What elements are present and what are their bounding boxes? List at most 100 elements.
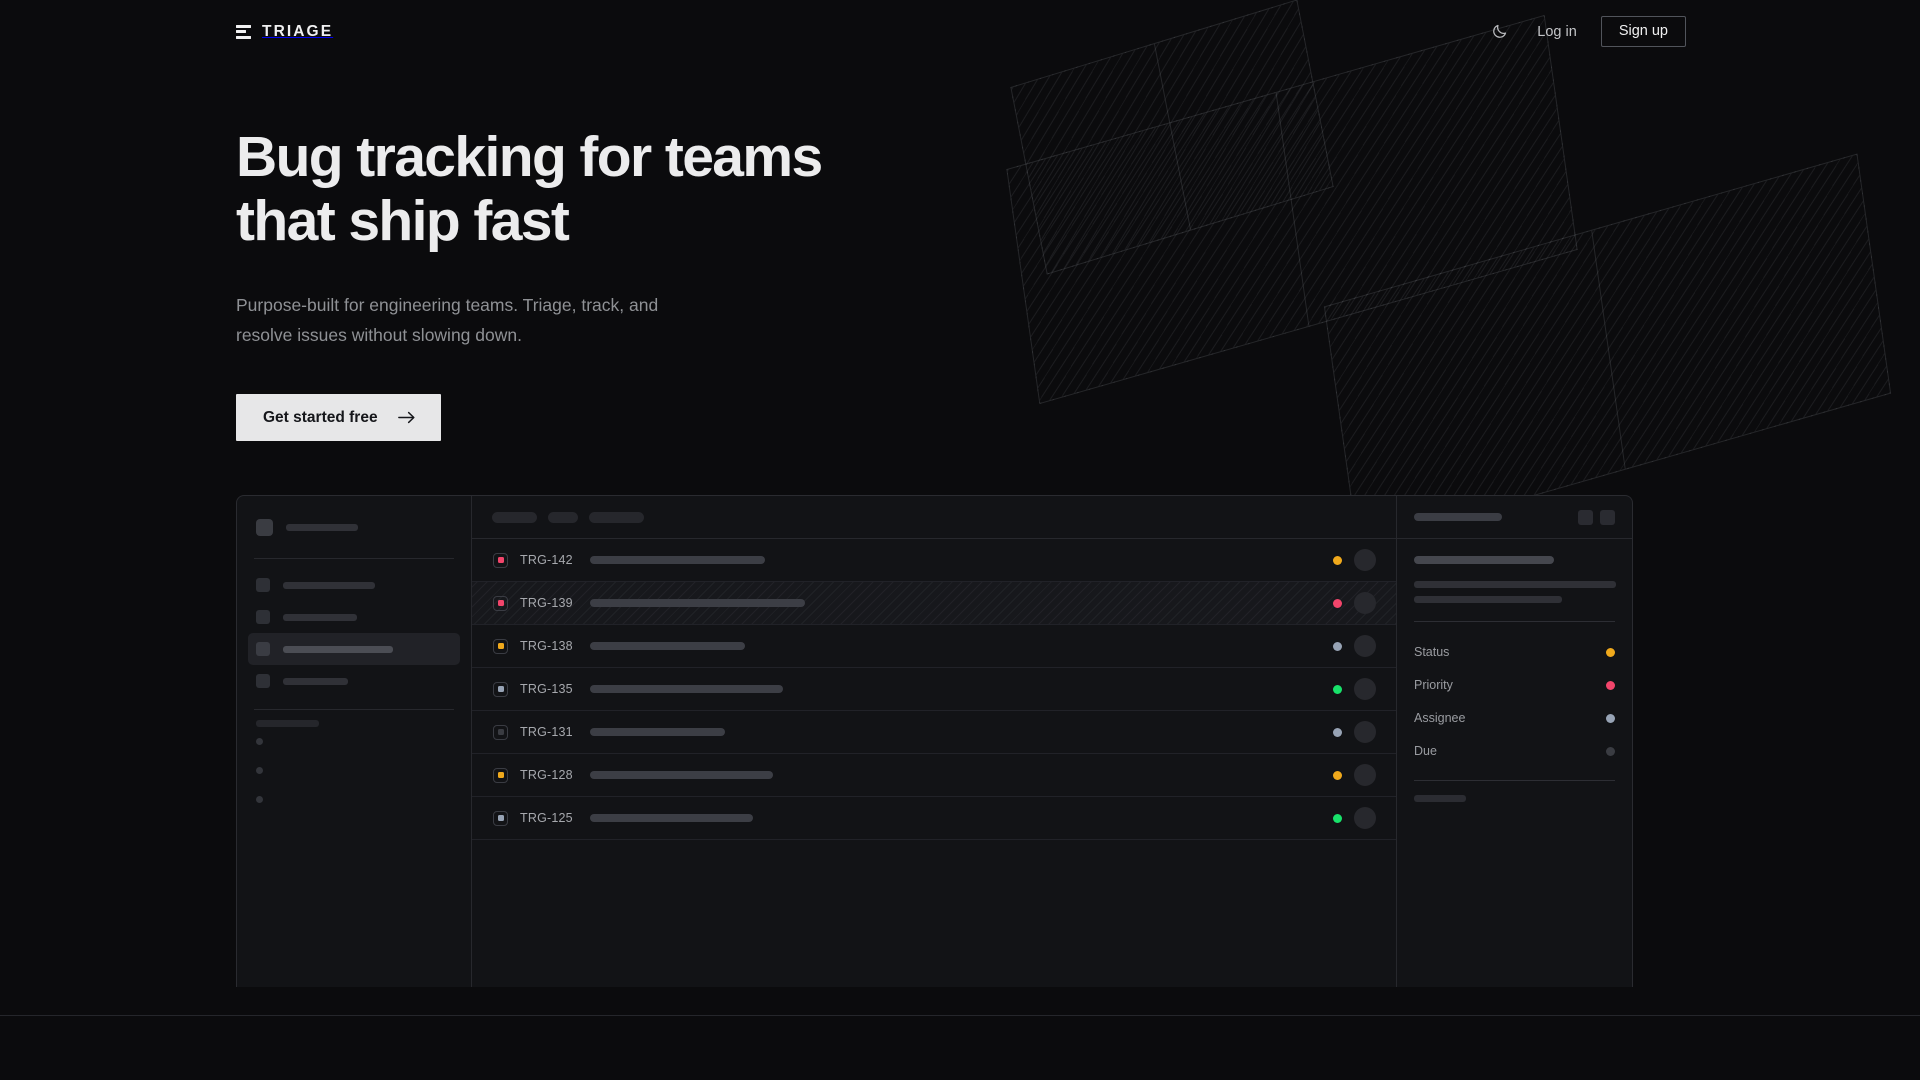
get-started-button[interactable]: Get started free bbox=[236, 393, 441, 442]
detail-meta-label: Due bbox=[1414, 744, 1437, 759]
status-dot bbox=[1333, 684, 1342, 694]
detail-meta-status[interactable]: Status bbox=[1414, 636, 1615, 669]
issue-title-placeholder bbox=[590, 771, 773, 780]
sidebar-item-4[interactable] bbox=[254, 665, 454, 697]
filter-chip-2[interactable] bbox=[548, 511, 578, 523]
detail-action-button-1[interactable] bbox=[1578, 509, 1593, 525]
detail-header-placeholder bbox=[1414, 513, 1502, 522]
sidebar-mini-item[interactable] bbox=[254, 756, 454, 785]
hero-title-line-2: that ship fast bbox=[236, 188, 570, 253]
login-link[interactable]: Log in bbox=[1537, 23, 1577, 40]
issue-type-badge bbox=[493, 552, 508, 568]
detail-divider-2 bbox=[1414, 780, 1615, 782]
row-meta bbox=[1333, 678, 1376, 701]
app-mockup: TRG-142 TRG-139 TRG-138 bbox=[236, 495, 1633, 988]
detail-action-button-2[interactable] bbox=[1600, 509, 1615, 525]
signup-button[interactable]: Sign up bbox=[1600, 15, 1686, 48]
row-meta bbox=[1333, 764, 1376, 787]
sidebar-section-label-placeholder bbox=[256, 720, 319, 728]
sidebar-divider-2 bbox=[254, 709, 454, 711]
detail-meta-due[interactable]: Due bbox=[1414, 735, 1615, 768]
sidebar-nav-list bbox=[248, 569, 460, 697]
avatar bbox=[1354, 764, 1376, 787]
avatar bbox=[1354, 549, 1376, 572]
status-dot bbox=[1333, 813, 1342, 823]
sidebar-item-label-placeholder bbox=[283, 613, 357, 621]
table-row[interactable]: TRG-139 bbox=[472, 582, 1396, 626]
bullet-dot-icon bbox=[256, 796, 263, 804]
workspace-name-placeholder bbox=[286, 524, 358, 532]
row-meta bbox=[1333, 592, 1376, 615]
mockup-detail-panel: Status Priority Assignee Due bbox=[1396, 496, 1632, 988]
status-dot bbox=[1333, 727, 1342, 737]
sidebar-item-1[interactable] bbox=[254, 569, 454, 601]
sidebar-mini-item[interactable] bbox=[254, 727, 454, 756]
avatar bbox=[1354, 635, 1376, 658]
stacked-bars-logo-icon bbox=[236, 24, 251, 39]
table-row[interactable]: TRG-138 bbox=[472, 625, 1396, 669]
activity-section-label-placeholder bbox=[1414, 795, 1466, 803]
workspace-switcher[interactable] bbox=[254, 510, 454, 546]
detail-meta-label: Priority bbox=[1414, 678, 1453, 693]
issue-id: TRG-128 bbox=[520, 768, 573, 783]
status-dot bbox=[1606, 680, 1615, 690]
bullet-dot-icon bbox=[256, 738, 263, 746]
sidebar-item-label-placeholder bbox=[283, 645, 393, 653]
get-started-label: Get started free bbox=[263, 408, 378, 426]
avatar bbox=[1354, 678, 1376, 701]
issue-id: TRG-131 bbox=[520, 725, 573, 740]
status-dot bbox=[1333, 598, 1342, 608]
table-row[interactable]: TRG-128 bbox=[472, 754, 1396, 798]
nav-actions: Log in Sign up bbox=[1485, 15, 1686, 48]
avatar bbox=[1354, 721, 1376, 744]
sidebar-item-2[interactable] bbox=[254, 601, 454, 633]
detail-title-placeholder bbox=[1414, 556, 1554, 565]
sidebar-item-3-active[interactable] bbox=[248, 633, 460, 666]
issue-type-badge bbox=[493, 595, 508, 611]
issue-id: TRG-138 bbox=[520, 639, 573, 654]
issue-type-badge bbox=[493, 638, 508, 654]
hero-section: Bug tracking for teams that ship fast Pu… bbox=[0, 63, 1920, 442]
hero-subtitle-line-2: resolve issues without slowing down. bbox=[236, 324, 522, 345]
activity-item bbox=[1414, 826, 1615, 850]
brand-logo[interactable]: TRIAGE bbox=[236, 23, 333, 41]
sidebar-item-label-placeholder bbox=[283, 677, 348, 685]
issue-title-placeholder bbox=[590, 556, 765, 565]
mockup-issue-list: TRG-142 TRG-139 TRG-138 bbox=[472, 496, 1396, 987]
page-divider bbox=[0, 1015, 1920, 1016]
detail-description-line bbox=[1414, 581, 1616, 589]
avatar bbox=[1354, 807, 1376, 830]
bullet-dot-icon bbox=[256, 767, 263, 775]
status-dot bbox=[1333, 770, 1342, 780]
detail-panel-body: Status Priority Assignee Due bbox=[1397, 539, 1632, 850]
row-meta bbox=[1333, 721, 1376, 744]
hero-title-line-1: Bug tracking for teams bbox=[236, 125, 823, 189]
detail-meta-label: Status bbox=[1414, 645, 1450, 660]
issue-title-placeholder bbox=[590, 599, 805, 608]
sidebar-mini-item[interactable] bbox=[254, 785, 454, 814]
sidebar-item-icon bbox=[256, 642, 270, 657]
arrow-right-icon bbox=[397, 411, 415, 424]
issue-id: TRG-139 bbox=[520, 596, 573, 611]
detail-meta-label: Assignee bbox=[1414, 711, 1466, 726]
table-row[interactable]: TRG-135 bbox=[472, 668, 1396, 712]
filter-chip-3[interactable] bbox=[589, 511, 644, 523]
detail-meta-assignee[interactable]: Assignee bbox=[1414, 702, 1615, 735]
brand-name: TRIAGE bbox=[262, 22, 334, 40]
issue-type-badge bbox=[493, 810, 508, 826]
table-row[interactable]: TRG-142 bbox=[472, 539, 1396, 583]
table-row[interactable]: TRG-131 bbox=[472, 711, 1396, 755]
detail-description-line bbox=[1414, 596, 1562, 604]
moon-icon[interactable] bbox=[1485, 18, 1513, 46]
issue-id: TRG-142 bbox=[520, 553, 573, 568]
issue-title-placeholder bbox=[590, 728, 725, 737]
list-filter-toolbar bbox=[472, 496, 1396, 540]
status-dot bbox=[1333, 555, 1342, 565]
detail-meta-priority[interactable]: Priority bbox=[1414, 669, 1615, 702]
filter-chip-1[interactable] bbox=[492, 511, 537, 523]
table-row[interactable]: TRG-125 bbox=[472, 797, 1396, 841]
top-navigation-bar: TRIAGE Log in Sign up bbox=[0, 0, 1920, 63]
row-meta bbox=[1333, 807, 1376, 830]
sidebar-item-icon bbox=[256, 578, 270, 593]
status-dot bbox=[1333, 641, 1342, 651]
